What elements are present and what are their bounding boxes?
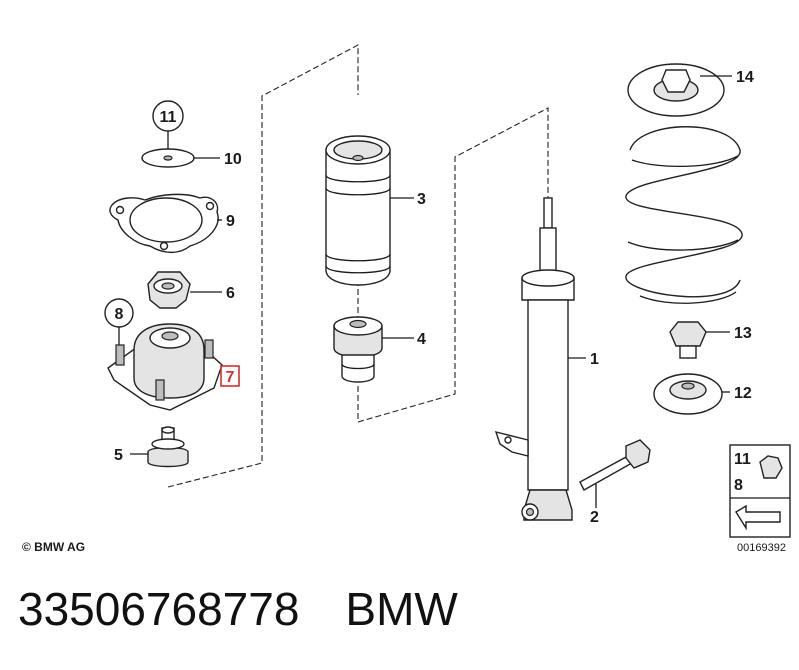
part-9-gasket: 9 <box>109 193 235 254</box>
drawing-number: 00169392 <box>737 542 786 554</box>
part-13-nut: 13 <box>669 321 752 359</box>
callout-14: 14 <box>736 69 754 86</box>
callout-10: 10 <box>224 151 242 168</box>
exploded-parts-diagram: 11 10 9 6 8 <box>104 44 791 538</box>
part-6-nut: 6 <box>147 271 235 309</box>
assembly-outline-middle-lower <box>357 107 549 423</box>
callout-6: 6 <box>226 285 235 302</box>
part-12-spring-seat: 12 <box>653 373 752 415</box>
part-7-strut-mount: 7 <box>107 323 240 411</box>
callout-3: 3 <box>417 191 426 208</box>
part-14-spring-pad: 14 <box>627 63 754 117</box>
legend-nut-icon <box>759 455 783 479</box>
legend-arrow-icon <box>735 504 781 531</box>
copyright-text: © BMW AG <box>22 540 86 554</box>
part-caption: 33506768778 BMW <box>18 582 458 636</box>
callout-9: 9 <box>226 213 235 230</box>
part-4-bump-stop: 4 <box>333 316 426 383</box>
brand-name: BMW <box>345 583 458 635</box>
part-5-rubber-stop: 5 <box>114 426 189 468</box>
callout-8: 8 <box>115 306 124 323</box>
callout-7: 7 <box>226 369 235 386</box>
callout-5: 5 <box>114 447 123 464</box>
callout-12: 12 <box>734 385 752 402</box>
part-number: 33506768778 <box>18 583 300 635</box>
part-8-circle: 8 <box>104 298 134 345</box>
legend-label-top: 11 <box>734 451 751 468</box>
callout-1: 1 <box>590 351 599 368</box>
assembly-outline-left <box>167 44 359 488</box>
callout-13: 13 <box>734 325 752 342</box>
callout-2: 2 <box>590 509 599 526</box>
callout-11: 11 <box>160 109 177 126</box>
highlight-box-7 <box>220 365 240 387</box>
part-2-bolt: 2 <box>579 439 651 526</box>
part-1-shock-absorber: 1 <box>494 197 599 521</box>
callout-4: 4 <box>417 331 426 348</box>
legend-box: 11 8 <box>729 444 791 538</box>
legend-label-bottom: 8 <box>734 477 743 494</box>
part-11-circle: 11 <box>152 100 184 150</box>
part-3-protection-boot: 3 <box>325 135 426 286</box>
coil-spring <box>625 126 743 304</box>
part-10-washer: 10 <box>141 148 242 168</box>
